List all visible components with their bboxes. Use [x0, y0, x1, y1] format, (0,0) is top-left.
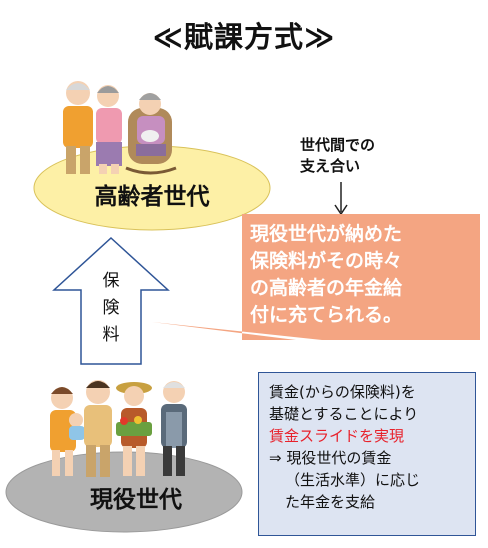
callout-bubble: [152, 214, 480, 340]
support-note-line: 支え合い: [300, 157, 361, 175]
info-line: 基礎とすることにより: [269, 405, 419, 423]
elderly-generation-label: 高齢者世代: [94, 184, 210, 210]
callout-line: 現役世代が納めた: [250, 223, 403, 245]
intergenerational-support-note: 世代間での 支え合い: [300, 135, 375, 177]
callout-text: 現役世代が納めた 保険料がその時々 の高齢者の年金給 付に充てられる。: [250, 221, 478, 329]
working-people-illustration: [50, 380, 187, 477]
premium-char: 険: [102, 298, 120, 318]
premium-char: 料: [102, 325, 120, 345]
elderly-people-illustration: [63, 81, 177, 175]
info-line: ⇒ 現役世代の賃金: [269, 449, 392, 467]
callout-line: 保険料がその時々: [250, 250, 403, 272]
page-title: ≪賦課方式≫: [152, 20, 336, 54]
callout-line: の高齢者の年金給: [250, 277, 403, 299]
support-note-line: 世代間での: [300, 136, 376, 154]
premium-up-arrow: [52, 236, 170, 365]
premium-char: 保: [102, 271, 120, 291]
info-line: た年金を支給: [285, 493, 376, 511]
wage-slide-info-box: 賃金(からの保険料)を 基礎とすることにより 賃金スライドを実現 ⇒ 現役世代の…: [258, 372, 476, 536]
working-generation-label: 現役世代: [90, 487, 182, 513]
info-line-highlight: 賃金スライドを実現: [269, 427, 405, 445]
info-line: （生活水準）に応じ: [285, 471, 421, 489]
callout-line: 付に充てられる。: [250, 304, 403, 326]
support-down-arrow: [334, 182, 348, 216]
premium-arrow-label: 保 険 料: [96, 268, 126, 349]
info-line: 賃金(からの保険料)を: [269, 383, 416, 401]
